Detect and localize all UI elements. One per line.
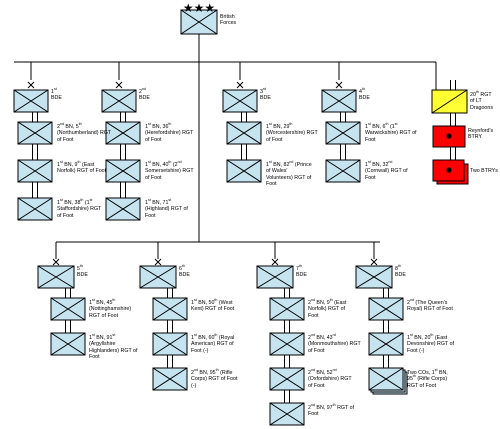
brigade-symbol-cross (321, 89, 357, 113)
rank-stars-icon: ★★★ (183, 1, 215, 15)
battalion-symbol-cross (226, 121, 262, 145)
battalion-symbol-cross (368, 297, 404, 321)
battalion-symbol-cross (105, 197, 141, 221)
brigade-symbol-cross (222, 89, 258, 113)
brigade-symbol-cross (13, 89, 49, 113)
brigade-symbol-cross (256, 265, 294, 289)
brigade-symbol-cross (355, 265, 393, 289)
battalion-symbol-cross (17, 121, 53, 145)
brigade-size-x-icon (27, 81, 35, 89)
brigade-size-x-icon (236, 81, 244, 89)
battalion-symbol-cross (152, 367, 188, 391)
cavalry-slash (431, 89, 468, 114)
battalion-symbol-cross (152, 297, 188, 321)
battalion-symbol-cross (50, 297, 86, 321)
battalion-symbol-cross (269, 367, 305, 391)
brigade-size-x-icon (154, 258, 162, 266)
brigade-symbol-cross (37, 265, 75, 289)
brigade-symbol-cross (139, 265, 177, 289)
battalion-symbol-cross (269, 297, 305, 321)
battalion-symbol-cross (17, 197, 53, 221)
battalion-symbol-cross (269, 332, 305, 356)
battalion-symbol-cross (368, 332, 404, 356)
hq-symbol-cross (180, 9, 218, 35)
battalion-symbol-cross (368, 367, 404, 391)
brigade-symbol-cross (101, 89, 137, 113)
brigade-size-x-icon (271, 258, 279, 266)
battalion-symbol-cross (152, 332, 188, 356)
battalion-symbol-cross (50, 332, 86, 356)
brigade-size-x-icon (115, 81, 123, 89)
battalion-symbol-cross (226, 159, 262, 183)
battalion-label: Two COs, 1st BN,95th (Rifle Corps)RGT of… (407, 368, 448, 389)
brigade-size-x-icon (335, 81, 343, 89)
battalion-symbol-cross (325, 159, 361, 183)
brigade-size-x-icon (52, 258, 60, 266)
brigade-size-x-icon (370, 258, 378, 266)
artillery-dot-icon (446, 167, 452, 173)
artillery-dot-icon (446, 133, 452, 139)
battalion-symbol-cross (105, 159, 141, 183)
battalion-symbol-cross (325, 121, 361, 145)
battalion-symbol-cross (105, 121, 141, 145)
battalion-symbol-cross (17, 159, 53, 183)
battalion-label: 1st BN, 45th(Nottinghamshire)RGT of Foot (89, 298, 132, 319)
attached-unit-label: Two BTRYs (470, 168, 498, 174)
battalion-symbol-cross (269, 402, 305, 426)
